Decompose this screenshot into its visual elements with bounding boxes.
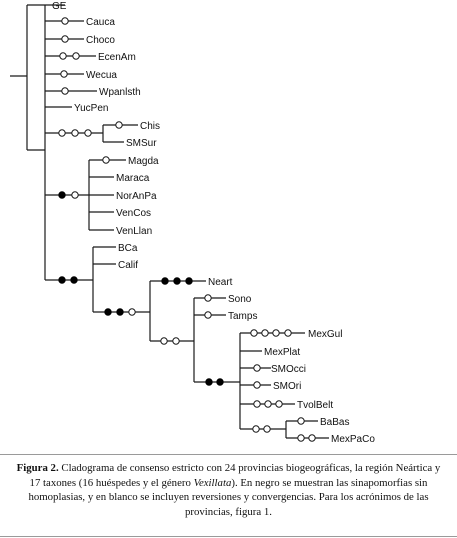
taxon-vencos: VenCos (116, 208, 151, 219)
open-marker (61, 17, 69, 25)
open-marker (60, 70, 68, 78)
taxon-cauca: Cauca (86, 17, 115, 28)
solid-marker (205, 378, 213, 386)
open-marker (61, 87, 69, 95)
solid-marker (216, 378, 224, 386)
open-marker (297, 434, 305, 442)
figure-label: Figura 2. (16, 462, 59, 474)
open-marker (250, 329, 258, 337)
taxon-calif: Calif (118, 260, 138, 271)
solid-marker (70, 276, 78, 284)
open-marker (263, 425, 271, 433)
caption-text-1: Cladograma de consenso estricto con 24 p… (29, 462, 441, 489)
solid-marker (116, 308, 124, 316)
open-marker (160, 337, 168, 345)
taxon-smsur: SMSur (126, 138, 157, 149)
solid-marker (173, 277, 181, 285)
open-marker (297, 417, 305, 425)
open-marker (102, 156, 110, 164)
solid-marker (185, 277, 193, 285)
open-marker (115, 121, 123, 129)
taxon-wecua: Wecua (86, 70, 117, 81)
taxon-bca: BCa (118, 243, 138, 254)
open-marker (72, 52, 80, 60)
open-marker (261, 329, 269, 337)
cladogram: GE Cauca Choco EcenAm Wecua Wpanlsth Yuc… (10, 1, 375, 445)
open-marker (61, 35, 69, 43)
taxon-ecenam: EcenAm (98, 52, 136, 63)
solid-marker (104, 308, 112, 316)
taxon-choco: Choco (86, 35, 115, 46)
caption-text-2: ). En negro se muestran las sinapomorfia… (28, 476, 429, 518)
open-marker (252, 425, 260, 433)
open-marker (253, 400, 261, 408)
solid-marker (58, 276, 66, 284)
taxon-neart: Neart (208, 277, 233, 288)
solid-marker (58, 191, 66, 199)
open-marker (128, 308, 136, 316)
caption-rule-top (0, 454, 457, 455)
taxon-tamps: Tamps (228, 311, 257, 322)
open-marker (253, 381, 261, 389)
open-marker (58, 129, 66, 137)
caption-genus: Vexillata (193, 476, 232, 489)
taxon-magda: Magda (128, 156, 159, 167)
open-marker (308, 434, 316, 442)
taxon-mexpaco: MexPaCo (331, 434, 375, 445)
open-marker (84, 129, 92, 137)
open-marker (204, 311, 212, 319)
open-marker (204, 294, 212, 302)
open-marker (264, 400, 272, 408)
open-marker (253, 364, 261, 372)
taxon-smocci: SMOcci (271, 364, 306, 375)
taxon-smori: SMOri (273, 381, 301, 392)
taxon-wpanisth: Wpanlsth (99, 87, 141, 98)
taxon-ge: GE (52, 1, 67, 12)
taxon-mexplat: MexPlat (264, 347, 300, 358)
taxon-babas: BaBas (320, 417, 349, 428)
taxon-mexgul: MexGul (308, 329, 342, 340)
open-marker (272, 329, 280, 337)
open-marker (71, 191, 79, 199)
open-marker (59, 52, 67, 60)
figure-caption: Figura 2. Cladograma de consenso estrict… (10, 461, 447, 519)
open-marker (71, 129, 79, 137)
taxon-sono: Sono (228, 294, 252, 305)
open-marker (172, 337, 180, 345)
taxon-maraca: Maraca (116, 173, 150, 184)
solid-marker (161, 277, 169, 285)
open-marker (284, 329, 292, 337)
open-marker (275, 400, 283, 408)
taxon-yucpen: YucPen (74, 103, 108, 114)
taxon-noranpa: NorAnPa (116, 191, 157, 202)
taxon-venllan: VenLlan (116, 226, 152, 237)
caption-rule-bottom (0, 536, 457, 537)
taxon-chis: Chis (140, 121, 160, 132)
taxon-tvolbelt: TvolBelt (297, 400, 333, 411)
